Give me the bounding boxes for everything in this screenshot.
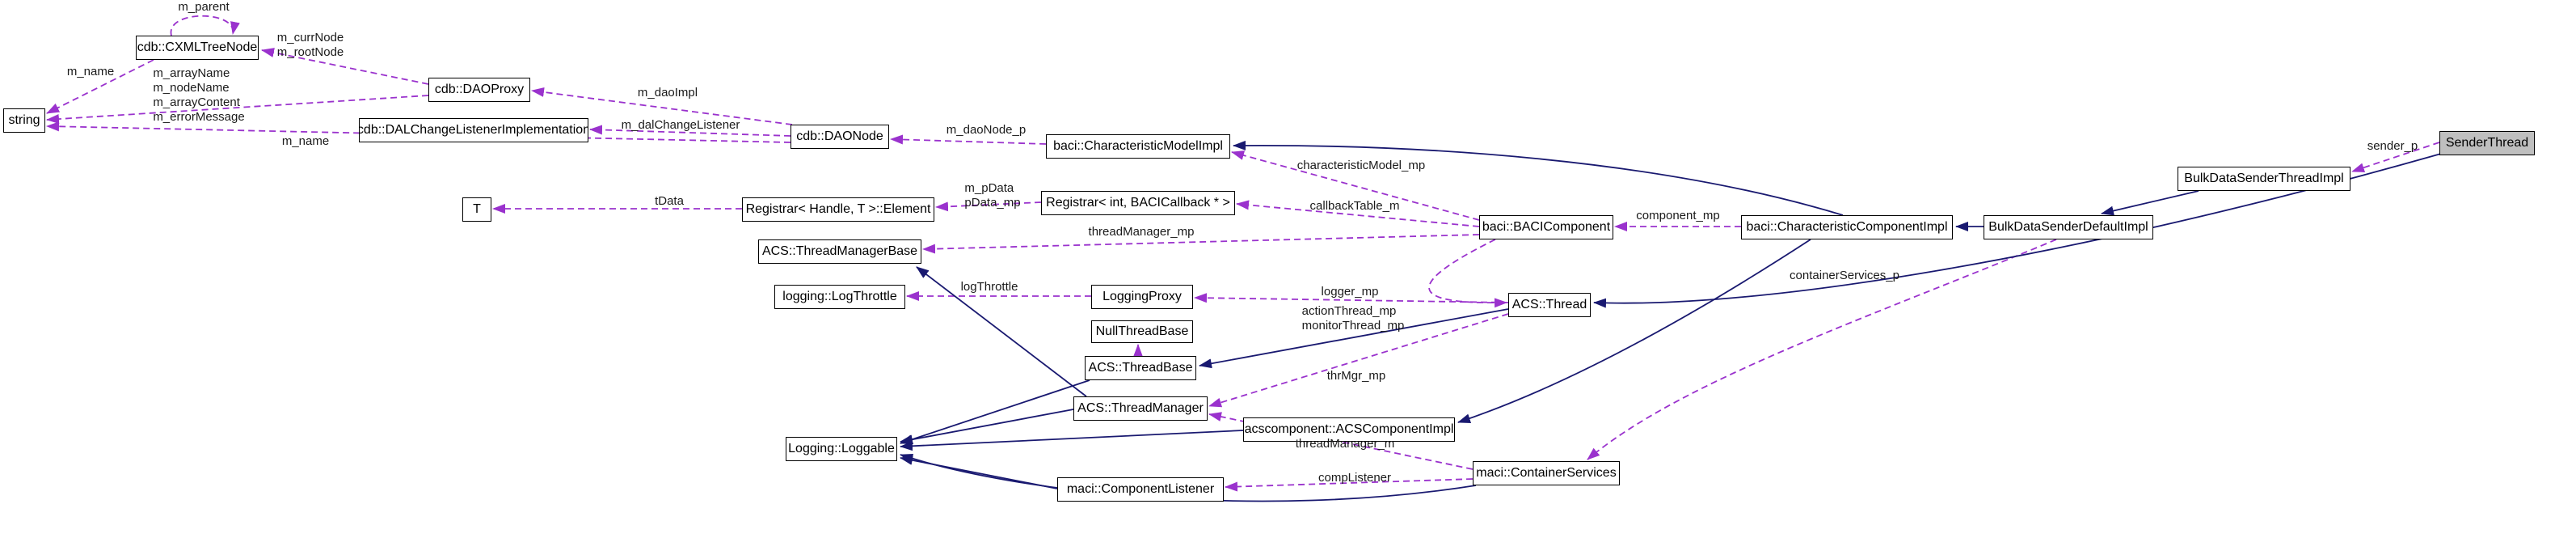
class-node-t[interactable]: T — [462, 197, 491, 222]
class-node-acsthread[interactable]: ACS::Thread — [1508, 293, 1591, 317]
class-node-regelement[interactable]: Registrar< Handle, T >::Element — [742, 197, 934, 222]
edge-characteristicmodel-mp — [1231, 150, 1480, 221]
class-node-threadmanager[interactable]: ACS::ThreadManager — [1073, 396, 1208, 421]
edge-inh-acscompimpl-loggable — [900, 430, 1244, 451]
class-node-bdsdefault[interactable]: BulkDataSenderDefaultImpl — [1984, 215, 2153, 239]
edge-complistener-edge — [1225, 478, 1474, 492]
edge-inh-charcomp-acscompimpl — [1457, 239, 1811, 423]
class-node-loggingproxy[interactable]: LoggingProxy — [1091, 285, 1193, 309]
edge-m-daonode-p — [890, 134, 1047, 145]
edge-m-arrayname-etc — [46, 95, 429, 125]
edge-m-daoimpl — [531, 87, 793, 125]
edge-m-pdata — [935, 201, 1042, 212]
edge-callbacktable-m — [1236, 200, 1480, 227]
class-node-acscompimpl[interactable]: acscomponent::ACSComponentImpl — [1243, 417, 1455, 442]
class-node-loggable[interactable]: Logging::Loggable — [786, 437, 897, 461]
class-node-cxmltreenode[interactable]: cdb::CXMLTreeNode — [136, 36, 259, 60]
class-node-daoproxy[interactable]: cdb::DAOProxy — [428, 78, 530, 102]
edge-inh-threadmanager-thrmgrbase — [916, 266, 1087, 397]
edge-inh-bdsthread-bdsdefault — [2101, 190, 2199, 216]
edge-m-name-1 — [46, 59, 154, 114]
class-node-charmodel[interactable]: baci::CharacteristicModelImpl — [1046, 134, 1230, 159]
class-node-regint[interactable]: Registrar< int, BACICallback * > — [1041, 191, 1235, 215]
class-node-bdsthread[interactable]: BulkDataSenderThreadImpl — [2178, 167, 2350, 191]
edge-threadmanager-mp — [922, 234, 1480, 254]
edge-inh-threadbase-loggable — [900, 379, 1090, 444]
edge-thrmgr-mp — [1208, 313, 1509, 408]
edge-inh-charcomp-charmodel — [1233, 140, 1844, 216]
edge-inh-threadmanager-loggable — [900, 409, 1074, 445]
class-node-dalchange[interactable]: cdb::DALChangeListenerImplementation — [359, 118, 588, 142]
class-node-containerservices[interactable]: maci::ContainerServices — [1473, 461, 1620, 485]
edge-sender-p — [2351, 142, 2440, 172]
edge-inh-senderthread-acsthread — [1593, 153, 2442, 308]
class-node-logthrottle[interactable]: logging::LogThrottle — [774, 285, 905, 309]
edge-m-currnode-rootnode — [261, 48, 429, 85]
class-node-threadbase[interactable]: ACS::ThreadBase — [1085, 356, 1196, 380]
class-node-bacicomponent[interactable]: baci::BACIComponent — [1479, 215, 1613, 239]
class-node-charcomp[interactable]: baci::CharacteristicComponentImpl — [1741, 215, 1953, 239]
edge-inh-acsthread-threadbase — [1199, 308, 1509, 369]
class-node-string[interactable]: string — [3, 108, 45, 133]
class-node-complistener[interactable]: maci::ComponentListener — [1057, 477, 1224, 502]
edge-m-parent — [170, 15, 240, 36]
class-node-nullthreadbase[interactable]: NullThreadBase — [1091, 320, 1193, 343]
edge-inh-complistener-loggable — [900, 455, 1058, 489]
class-node-senderthread: SenderThread — [2439, 131, 2535, 155]
class-node-daonode[interactable]: cdb::DAONode — [791, 125, 889, 149]
edge-m-dalchangelistener — [589, 125, 791, 137]
edge-containerservices-p — [1587, 239, 2057, 460]
class-node-thrmgrbase[interactable]: ACS::ThreadManagerBase — [758, 239, 921, 264]
edge-actionthread-mp — [1428, 239, 1507, 308]
